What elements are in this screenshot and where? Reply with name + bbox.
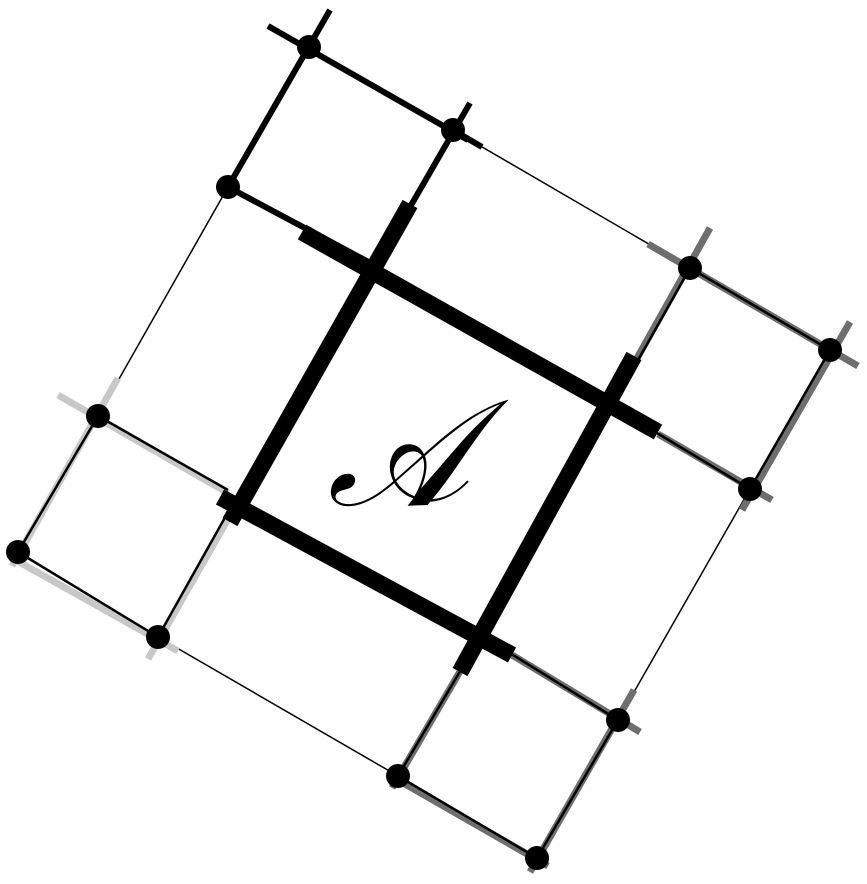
- center-left-edge: [222, 199, 418, 527]
- shadow-bottom-left: [8, 376, 236, 661]
- bl-top: [97, 414, 229, 492]
- b-left: [396, 667, 464, 777]
- shadow-r-left: [632, 226, 714, 362]
- b-top: [504, 648, 619, 722]
- shadow-b-bottom: [396, 776, 550, 870]
- central-square: [215, 199, 663, 677]
- b-bottom: [397, 774, 538, 860]
- dot: [297, 35, 321, 59]
- dot: [678, 256, 702, 280]
- r-right: [748, 349, 832, 490]
- bl-left: [16, 415, 100, 553]
- shadow-bl-top: [56, 391, 230, 497]
- dot: [216, 175, 240, 199]
- dot: [441, 118, 465, 142]
- thin-line-left: [97, 186, 229, 417]
- top-left-square: [225, 8, 484, 269]
- inner-block-lines: [16, 266, 832, 860]
- thin-line-right: [617, 488, 751, 721]
- bl-right: [156, 504, 234, 638]
- dot: [146, 625, 170, 649]
- r-bottom: [651, 428, 751, 491]
- dot: [606, 708, 630, 732]
- dot: [738, 477, 762, 501]
- thin-line-bottom: [157, 636, 399, 777]
- bl-bottom: [17, 550, 159, 639]
- dot: [386, 764, 410, 788]
- junction-dots: [6, 35, 842, 870]
- center-label: 𝒜: [327, 367, 509, 541]
- dot: [525, 846, 549, 870]
- r-top: [689, 266, 831, 352]
- b-right: [535, 719, 620, 859]
- dot: [86, 404, 110, 428]
- dot: [6, 540, 30, 564]
- center-right-edge: [452, 351, 642, 677]
- center-top-edge: [297, 224, 663, 440]
- center-bottom-edge: [215, 489, 517, 663]
- dot: [818, 338, 842, 362]
